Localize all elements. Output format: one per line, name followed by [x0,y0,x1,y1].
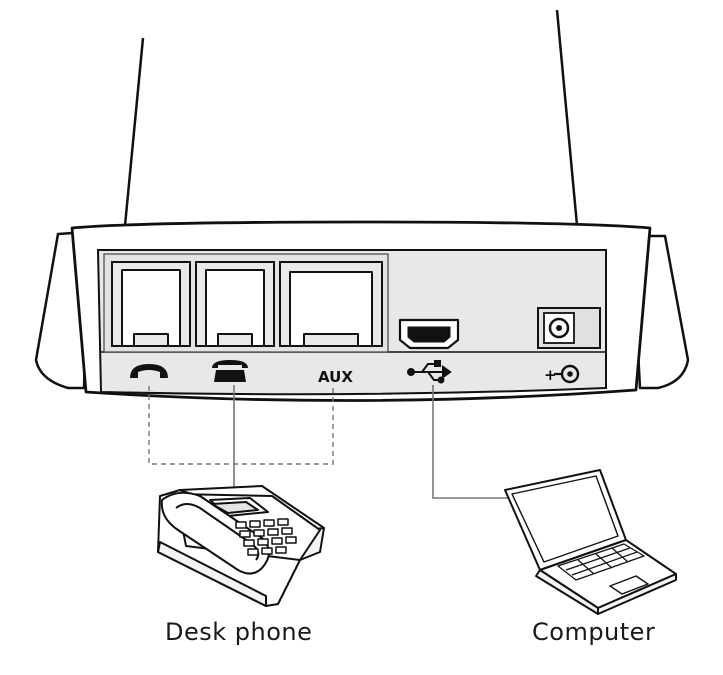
antennas [124,10,578,236]
phone-port [196,262,274,346]
aux-port [280,262,382,346]
computer-cable [433,385,518,498]
aux-port-label: AUX [318,368,353,386]
router-device: AUX + [36,222,688,401]
line-port [112,262,190,346]
computer-caption: Computer [532,618,655,646]
desk-phone-illustration [158,486,324,606]
laptop-illustration [505,470,676,614]
desk-phone-icon [212,360,248,382]
left-antenna [124,38,143,236]
power-jack [538,308,600,348]
desk-phone-caption: Desk phone [165,618,312,646]
usb-port [400,320,458,348]
right-antenna [557,10,578,236]
